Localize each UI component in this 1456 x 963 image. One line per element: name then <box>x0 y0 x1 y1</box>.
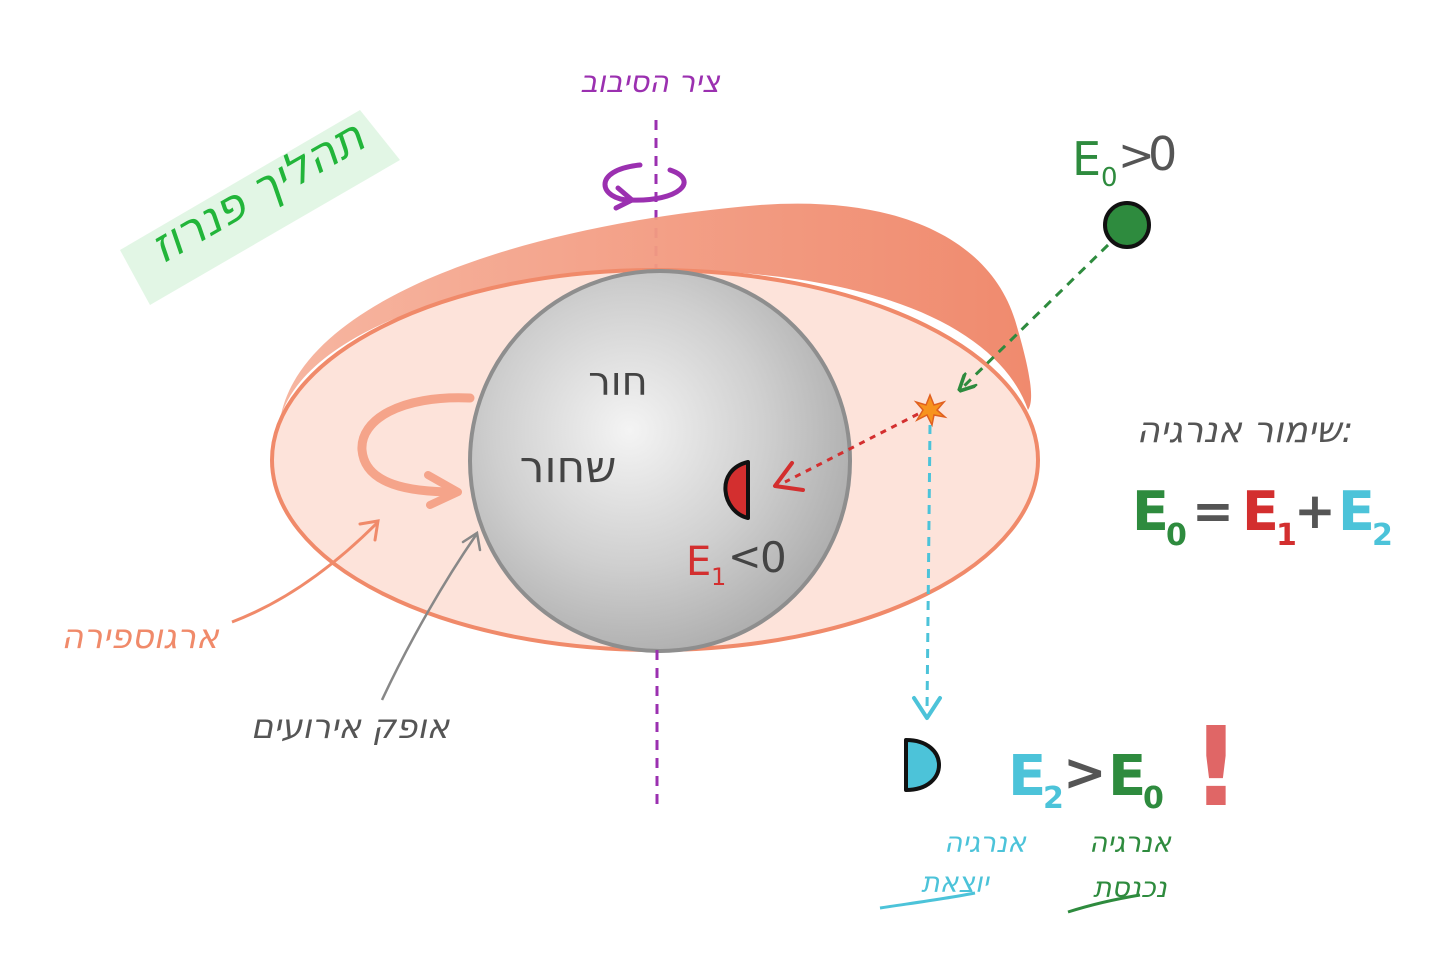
e1-trajectory <box>784 412 919 484</box>
svg-text:>: > <box>1063 743 1107 803</box>
exclamation-mark: ! <box>1191 703 1241 831</box>
incoming-energy-line1: אנרגיה <box>1089 826 1172 859</box>
outgoing-underline <box>879 891 976 910</box>
black-hole-label-line1: חור <box>588 359 648 405</box>
e2-particle <box>904 738 941 792</box>
e1-particle <box>723 460 750 520</box>
black-hole <box>468 269 852 653</box>
outgoing-energy-line1: אנרגיה <box>944 826 1027 859</box>
ergosphere-pointer-head <box>358 519 380 542</box>
energy-conservation-label: שימור אנרגיה: <box>1137 410 1354 451</box>
event-horizon-label: אופק אירועים <box>251 707 451 747</box>
e0-condition: E 0 > 0 <box>1072 127 1177 193</box>
split-point-icon <box>913 392 948 428</box>
svg-text:E: E <box>686 539 711 585</box>
rotation-arrowhead <box>613 185 635 211</box>
svg-text:E: E <box>1132 480 1169 543</box>
svg-text:0: 0 <box>760 533 787 582</box>
svg-text:1: 1 <box>711 563 726 591</box>
black-hole-label-line2: שחור <box>520 442 617 493</box>
svg-text:0: 0 <box>1101 163 1118 193</box>
rotation-axis-label: ציר הסיבוב <box>580 65 721 100</box>
svg-text:=: = <box>1192 482 1234 540</box>
ergosphere-pointer <box>231 521 379 624</box>
e2-arrowhead <box>912 696 942 720</box>
swirl-arrowhead <box>424 471 462 509</box>
rotation-arrow-icon <box>602 162 687 203</box>
svg-text:E: E <box>1072 132 1101 186</box>
svg-text:E: E <box>1008 744 1046 809</box>
incoming-particle <box>1103 201 1151 249</box>
swirl-arrow-icon <box>357 393 475 497</box>
title-highlight <box>120 110 400 305</box>
svg-text:0: 0 <box>1143 781 1164 816</box>
event-horizon-pointer-head <box>461 530 482 552</box>
incoming-underline <box>1067 893 1141 914</box>
energy-comparison: E 2 > E 0 <box>1008 743 1164 816</box>
ergosphere-label: ארגוספירה <box>61 617 220 657</box>
ergosphere-rim <box>280 203 1032 420</box>
svg-text:1: 1 <box>1276 518 1297 553</box>
svg-text:+: + <box>1294 482 1336 540</box>
svg-text:0: 0 <box>1166 518 1187 553</box>
svg-text:E: E <box>1338 480 1375 543</box>
svg-text:E: E <box>1108 744 1146 809</box>
e1-condition: E 1 < 0 <box>686 533 787 591</box>
svg-text:>: > <box>1118 130 1155 181</box>
svg-text:2: 2 <box>1372 518 1393 553</box>
svg-text:<: < <box>728 534 762 580</box>
energy-conservation-equation: E 0 = E 1 + E 2 <box>1132 480 1393 553</box>
event-horizon-pointer <box>380 534 478 701</box>
e1-arrowhead <box>773 461 805 492</box>
incoming-trajectory <box>960 243 1110 390</box>
svg-text:E: E <box>1242 480 1279 543</box>
svg-text:0: 0 <box>1148 127 1177 181</box>
outgoing-energy-line2: יוצאת <box>921 866 990 899</box>
svg-text:2: 2 <box>1043 781 1064 816</box>
incoming-energy-line2: נכנסת <box>1093 871 1168 904</box>
